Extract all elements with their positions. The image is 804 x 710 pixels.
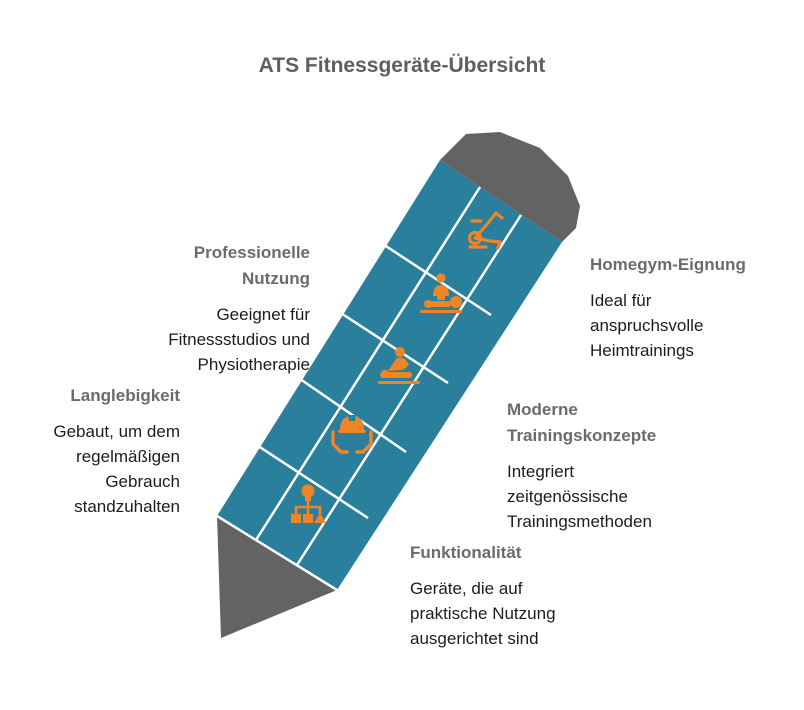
label-description: Ideal für anspruchsvolle Heimtrainings	[590, 291, 704, 360]
label-description: Geräte, die auf praktische Nutzung ausge…	[410, 579, 556, 648]
segment-line	[248, 438, 369, 520]
label-durability: Langlebigkeit Gebaut, um dem regelmäßige…	[10, 383, 180, 519]
stripe-line	[295, 214, 523, 566]
segment-line	[289, 370, 407, 454]
massage-icon	[378, 347, 420, 384]
segment-line	[368, 233, 492, 317]
physiotherapy-icon	[420, 273, 462, 313]
label-description: Gebaut, um dem regelmäßigen Gebrauch sta…	[53, 422, 180, 516]
segment-line	[326, 302, 449, 385]
label-description: Integriert zeitgenössische Trainingsmeth…	[507, 462, 652, 531]
hardhat-hands-icon	[331, 415, 373, 454]
label-professional: Professionelle Nutzung Geeignet für Fitn…	[60, 240, 310, 377]
exercise-bike-icon	[467, 211, 504, 250]
label-homegym: Homegym-Eignung Ideal für anspruchsvolle…	[590, 252, 746, 363]
label-heading: Langlebigkeit	[70, 386, 180, 405]
stripe-line	[254, 186, 482, 541]
pencil-grid	[216, 186, 523, 592]
page-title: ATS Fitnessgeräte-Übersicht	[258, 54, 546, 77]
pencil-eraser	[440, 132, 580, 242]
label-heading: Funktionalität	[410, 543, 522, 562]
label-heading: Moderne Trainingskonzepte	[507, 400, 657, 445]
label-description: Geeignet für Fitnessstudios und Physioth…	[168, 305, 310, 374]
label-heading: Professionelle Nutzung	[193, 243, 310, 288]
segment-line	[216, 514, 338, 592]
pencil-tip	[217, 516, 337, 638]
label-heading: Homegym-Eignung	[590, 255, 746, 274]
label-modern: Moderne Trainingskonzepte Integriert zei…	[507, 397, 656, 534]
label-functionality: Funktionalität Geräte, die auf praktisch…	[410, 540, 556, 651]
flowchart-idea-icon	[291, 484, 326, 523]
